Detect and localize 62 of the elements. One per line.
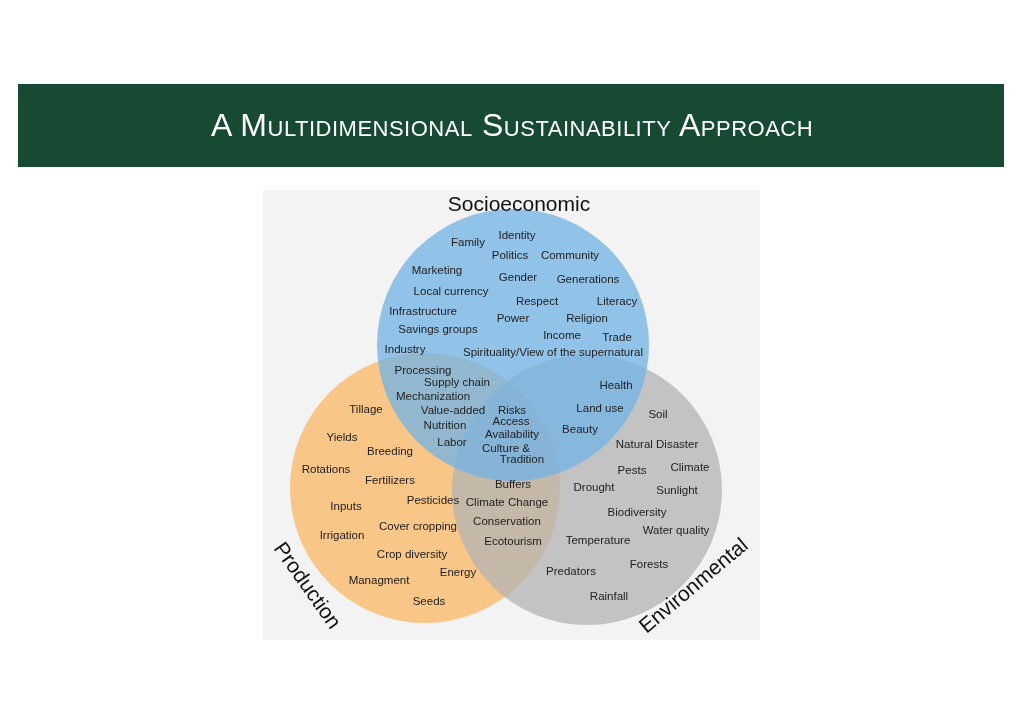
factor-label: Drought [573, 482, 615, 494]
factor-label: Fertilizers [365, 475, 415, 487]
factor-label: Supply chain [424, 377, 490, 389]
factor-label: Managment [348, 575, 410, 587]
factor-label: Marketing [411, 265, 463, 277]
factor-label: Religion [566, 313, 608, 325]
factor-label: Rainfall [589, 591, 629, 603]
factor-label: Health [599, 380, 633, 392]
factor-label: Beauty [562, 424, 598, 436]
factor-label: Water quality [642, 525, 710, 537]
factor-label: Rotations [301, 464, 351, 476]
factor-label: Community [540, 250, 600, 262]
factor-label: Family [451, 237, 485, 249]
factor-label: Politics [491, 250, 529, 262]
factor-label: Industry [384, 344, 426, 356]
factor-label: Local currency [413, 286, 489, 298]
factor-label: Natural Disaster [615, 439, 699, 451]
factor-label: Respect [515, 296, 559, 308]
factor-label: Pests [617, 465, 647, 477]
factor-label: Tradition [499, 454, 545, 466]
factor-label: Irrigation [319, 530, 365, 542]
circle-heading: Socioeconomic [447, 192, 591, 214]
factor-label: Sunlight [656, 485, 698, 497]
factor-label: Identity [498, 230, 536, 242]
factor-label: Conservation [473, 516, 541, 528]
factor-label: Cover cropping [379, 521, 457, 533]
factor-label: Buffers [494, 479, 532, 491]
factor-label: Yields [326, 432, 358, 444]
factor-label: Mechanization [395, 391, 471, 403]
factor-label: Biodiversity [607, 507, 667, 519]
factor-label: Value-added [420, 405, 486, 417]
factor-label: Temperature [565, 535, 631, 547]
factor-label: Seeds [412, 596, 446, 608]
factor-label: Climate Change [465, 497, 549, 509]
title: A Multidimensional Sustainability Approach [210, 107, 814, 144]
factor-label: Ecotourism [484, 536, 542, 548]
factor-label: Nutrition [423, 420, 467, 432]
factor-label: Climate [670, 462, 710, 474]
factor-label: Energy [439, 567, 477, 579]
factor-label: Trade [602, 332, 632, 344]
factor-label: Risks [497, 405, 527, 417]
factor-label: Processing [394, 365, 452, 377]
factor-label: Predators [546, 566, 596, 578]
factor-label: Gender [498, 272, 538, 284]
factor-label: Breeding [367, 446, 413, 458]
factor-label: Inputs [330, 501, 362, 513]
factor-label: Generations [556, 274, 620, 286]
factor-label: Crop diversity [376, 549, 448, 561]
factor-label: Labor [437, 437, 467, 449]
factor-label: Spirituality/View of the supernatural [462, 347, 644, 359]
factor-label: Pesticides [406, 495, 460, 507]
factor-label: Access [492, 416, 530, 428]
factor-label: Culture & [482, 443, 530, 455]
factor-label: Soil [648, 409, 668, 421]
factor-label: Literacy [596, 296, 638, 308]
factor-label: Income [543, 330, 581, 342]
factor-label: Land use [576, 403, 624, 415]
factor-label: Savings groups [398, 324, 478, 336]
factor-label: Availability [484, 429, 540, 441]
factor-label: Power [496, 313, 530, 325]
factor-label: Infrastructure [389, 306, 457, 318]
factor-label: Tillage [349, 404, 383, 416]
